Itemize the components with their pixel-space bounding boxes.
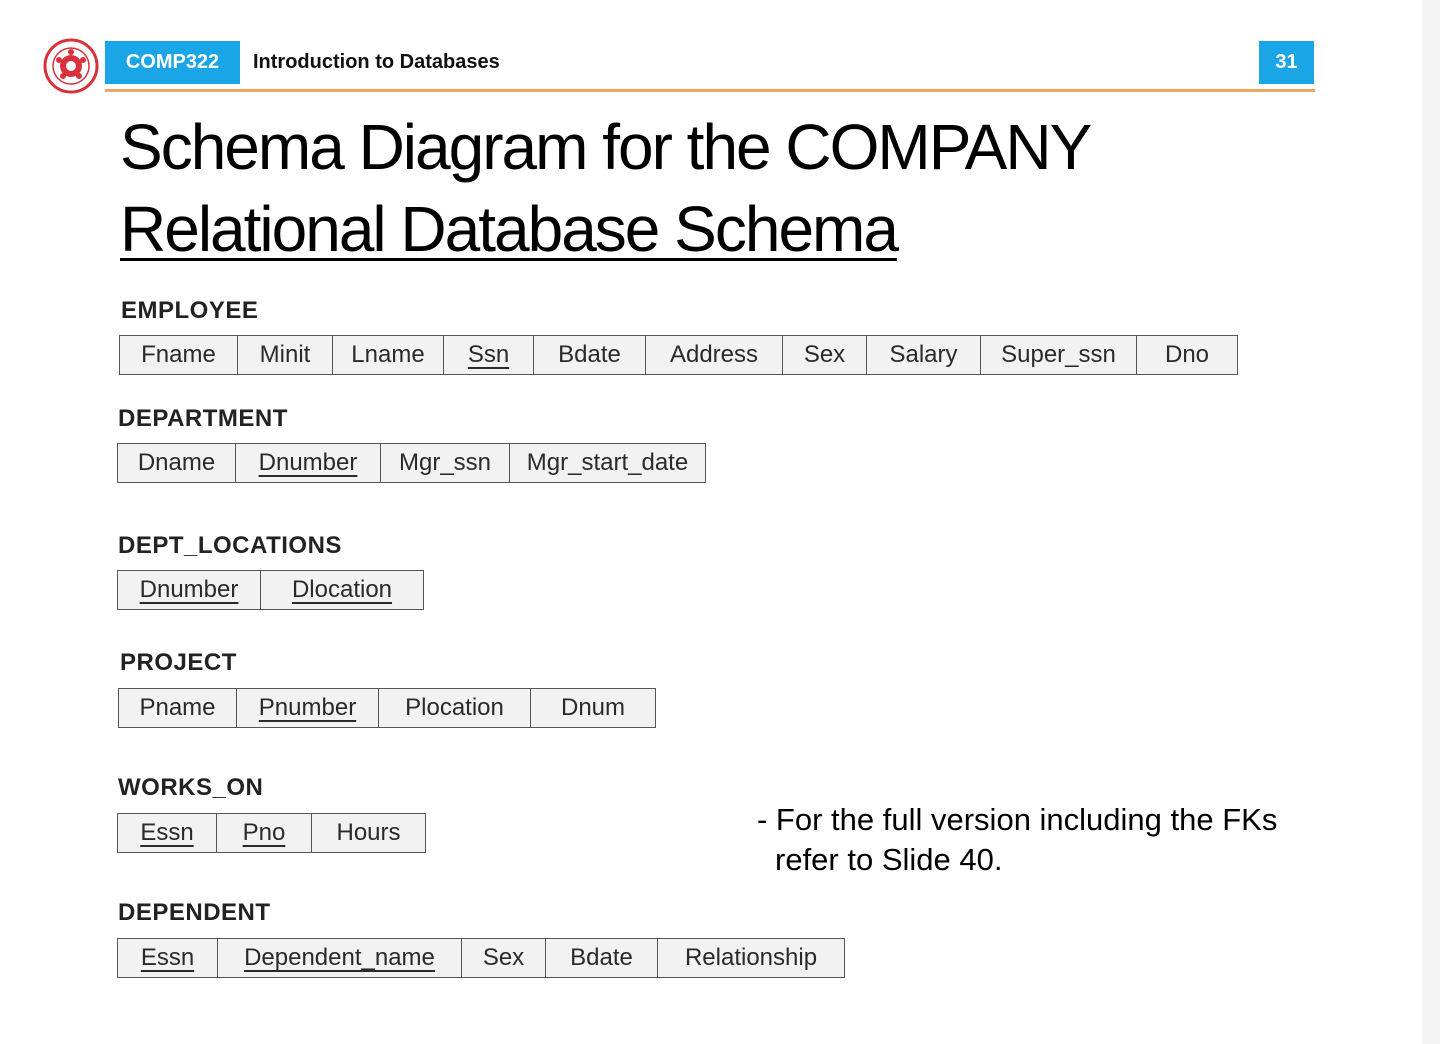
- relation-dependent: Essn Dependent_name Sex Bdate Relationsh…: [117, 938, 845, 978]
- relation-name-dept-locations: DEPT_LOCATIONS: [118, 532, 342, 559]
- attribute-cell: Hours: [336, 819, 401, 846]
- attribute-cell: Mgr_ssn: [381, 444, 510, 482]
- attribute-cell: Relationship: [684, 944, 818, 971]
- attribute-cell: Salary: [867, 336, 981, 374]
- attribute-cell: Bdate: [546, 939, 658, 977]
- primary-key-cell: Ssn: [444, 336, 534, 374]
- attribute-cell: Bdate: [534, 336, 646, 374]
- slide-edge: [1422, 0, 1440, 1044]
- slide-title-line2: Relational Database Schema: [120, 193, 899, 265]
- attribute-cell: Pname: [119, 689, 237, 727]
- attribute-cell: Super_ssn: [981, 336, 1137, 374]
- relation-works-on: Essn Pno Hours: [117, 813, 426, 853]
- header-divider: [105, 89, 1315, 92]
- primary-key-cell: Dlocation: [291, 576, 393, 603]
- attribute-cell: Fname: [120, 336, 238, 374]
- relation-dept-locations: Dnumber Dlocation: [117, 570, 424, 610]
- attribute-cell: Sex: [462, 939, 546, 977]
- attribute-cell: Plocation: [379, 689, 531, 727]
- attribute-cell: Lname: [333, 336, 444, 374]
- primary-key-cell: Dnumber: [236, 444, 381, 482]
- university-seal-icon: [43, 38, 99, 94]
- relation-employee: Fname Minit Lname Ssn Bdate Address Sex …: [119, 335, 1238, 375]
- relation-name-department: DEPARTMENT: [118, 405, 288, 432]
- footnote: - For the full version including the FKs…: [757, 800, 1277, 880]
- attribute-cell: Minit: [238, 336, 333, 374]
- primary-key-cell: Dnumber: [118, 571, 261, 609]
- page-number-badge: 31: [1259, 41, 1314, 84]
- relation-department: Dname Dnumber Mgr_ssn Mgr_start_date: [117, 443, 706, 483]
- course-code-badge: COMP322: [105, 41, 240, 84]
- primary-key-cell: Essn: [118, 939, 218, 977]
- primary-key-cell: Pnumber: [237, 689, 379, 727]
- relation-name-works-on: WORKS_ON: [118, 774, 264, 801]
- slide-title-line1: Schema Diagram for the COMPANY: [120, 111, 1092, 183]
- course-name: Introduction to Databases: [253, 51, 500, 73]
- footnote-line2: refer to Slide 40.: [775, 842, 1003, 877]
- slide-title: Schema Diagram for the COMPANY Relationa…: [120, 106, 1092, 270]
- attribute-cell: Dnum: [560, 694, 626, 721]
- primary-key-cell: Essn: [118, 814, 217, 852]
- relation-name-employee: EMPLOYEE: [121, 297, 259, 324]
- attribute-cell: Dno: [1164, 341, 1210, 368]
- footnote-line1: - For the full version including the FKs: [757, 802, 1278, 837]
- attribute-cell: Mgr_start_date: [526, 449, 689, 476]
- primary-key-cell: Pno: [217, 814, 312, 852]
- attribute-cell: Address: [646, 336, 783, 374]
- relation-name-dependent: DEPENDENT: [118, 899, 271, 926]
- attribute-cell: Sex: [783, 336, 867, 374]
- relation-name-project: PROJECT: [120, 649, 237, 676]
- primary-key-cell: Dependent_name: [218, 939, 462, 977]
- attribute-cell: Dname: [118, 444, 236, 482]
- relation-project: Pname Pnumber Plocation Dnum: [118, 688, 656, 728]
